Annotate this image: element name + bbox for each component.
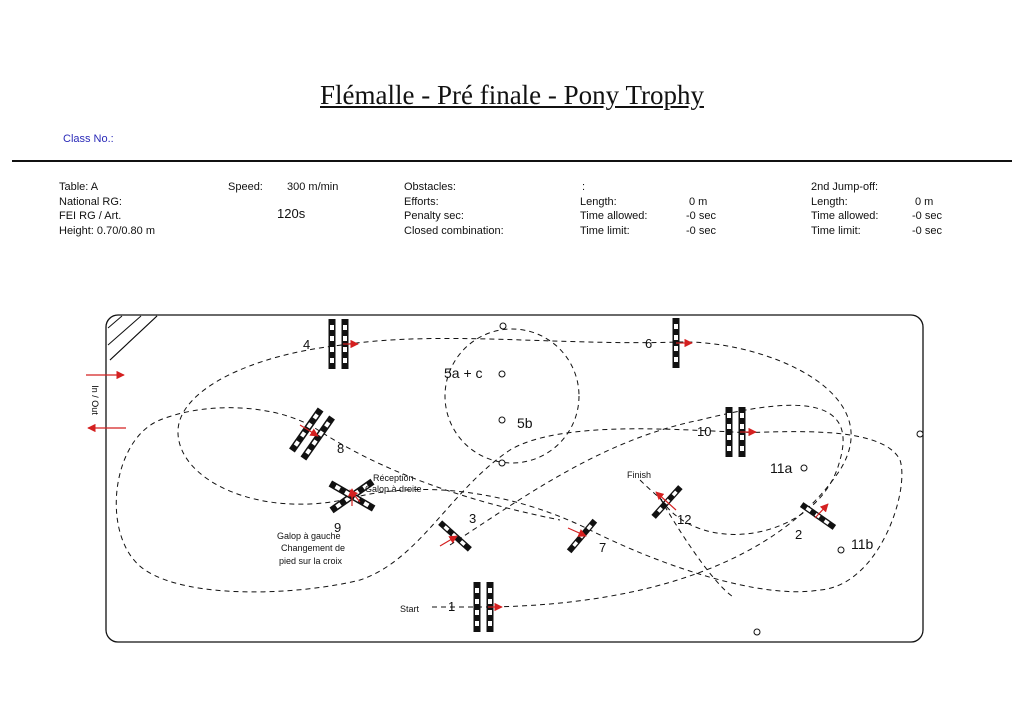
obstacles-label: Obstacles: [404,181,456,193]
jumpoff-length-value: 0 m [915,195,934,208]
length-label: Length: [580,195,617,208]
speed-value: 300 m/min [287,181,339,193]
obstacle-7 [566,518,598,554]
obstacle-number-8: 8 [337,441,344,456]
finish-label: Finish [627,470,651,480]
closed-combination-label: Closed combination: [404,224,504,237]
obstacle-3-arrow [439,535,458,547]
arena-boundary [105,314,924,643]
info-column-length: Length: Time allowed: Time limit: [580,195,647,239]
obstacle-2-arrow [814,503,829,519]
obstacle-8-arrow [299,424,319,437]
info-column-length-values: 0 m -0 sec -0 sec [686,195,716,239]
obstacle-number-11a: 11a [770,460,793,476]
obstacle-number-7: 7 [599,540,606,555]
obstacles-colon: : [582,181,586,193]
jumpoff-time-allowed-label: Time allowed: [811,210,879,222]
jumpoff-time-limit-value: -0 sec [912,224,942,237]
time-allowed-label: Time allowed: [580,210,648,222]
obstacle-3 [438,520,472,552]
time-limit-label: Time limit: [580,224,630,237]
in-out-label: In / Out [90,385,100,415]
info-column-table: Table: A National RG: FEI RG / Art. Heig… [59,180,155,238]
time-value: 120s [277,206,306,221]
obstacle-2 [799,502,837,530]
obstacle-9-arrows [347,488,361,506]
header-divider [12,160,1012,162]
obstacle-number-2: 2 [795,527,802,542]
start-label: Start [400,604,420,614]
obstacle-number-5a-c: 5a + c [444,365,483,381]
length-value: 0 m [689,195,708,208]
jumpoff-time-allowed-value: -0 sec [912,210,942,222]
national-rg-label: National RG: [59,195,122,208]
fei-rg-label: FEI RG / Art. [59,210,122,222]
info-column-jumpoff: 2nd Jump-off: Length: Time allowed: Time… [811,180,878,238]
galop-note-line3: pied sur la croix [279,556,343,566]
obstacle-1 [473,582,503,632]
jumpoff-length-label: Length: [811,195,848,208]
obstacle-number-6: 6 [645,336,652,351]
info-column-jumpoff-values: 0 m -0 sec -0 sec [912,195,942,239]
table-label: Table: A [59,181,99,193]
reception-note-line1: Réception [373,473,414,483]
obstacle-10 [725,407,757,457]
height-label: Height: 0.70/0.80 m [59,224,156,237]
obstacle-number-10: 10 [697,424,711,439]
speed-label: Speed: [228,181,263,193]
obstacle-number-12: 12 [677,512,691,527]
efforts-label: Efforts: [404,195,439,208]
obstacle-number-5b: 5b [517,415,533,431]
course-title: Flémalle - Pré finale - Pony Trophy [320,80,704,110]
cone-markers [498,322,924,636]
galop-note-line1: Galop à gauche [277,531,341,541]
jumpoff-time-limit-label: Time limit: [811,224,861,237]
time-allowed-value: -0 sec [686,210,716,222]
reception-note-line2: Galop à droite [365,484,422,494]
time-limit-value: -0 sec [686,224,716,237]
arena-corner-hatch [107,315,158,361]
penalty-label: Penalty sec: [404,210,464,222]
obstacle-4 [328,319,359,369]
obstacle-number-9: 9 [334,520,341,535]
obstacle-12-arrow [655,491,677,511]
obstacle-8 [289,407,335,461]
obstacle-number-3: 3 [469,511,476,526]
class-number-label: Class No.: [63,133,114,145]
jumpoff-label: 2nd Jump-off: [811,181,879,193]
obstacle-number-4: 4 [303,337,310,352]
obstacle-number-1: 1 [448,599,455,614]
obstacle-number-11b: 11b [851,536,874,552]
info-column-obstacles: Obstacles: Efforts: Penalty sec: Closed … [404,180,504,238]
galop-note-line2: Changement de [281,543,345,553]
obstacle-7-arrow [567,527,587,537]
obstacle-6 [672,318,693,368]
